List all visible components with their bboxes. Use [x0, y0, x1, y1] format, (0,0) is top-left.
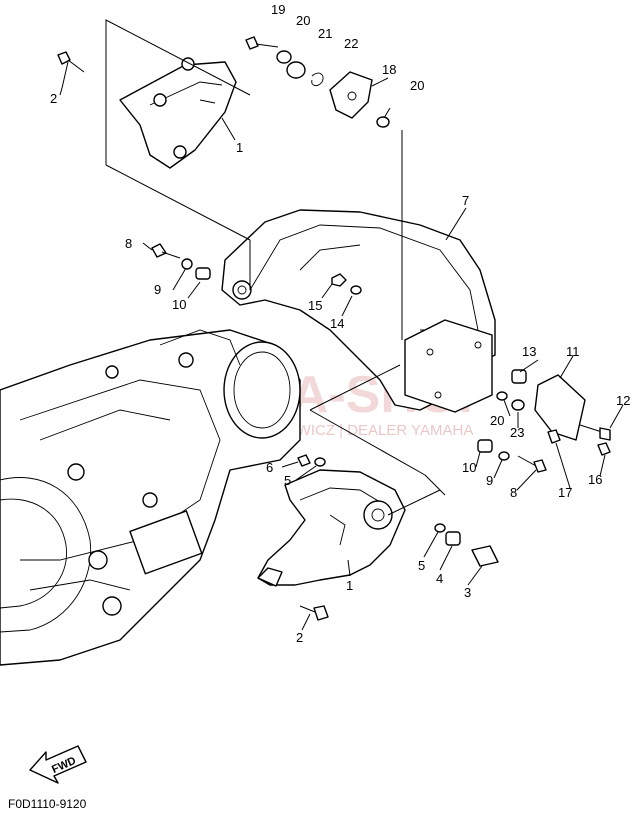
- callout-14: 14: [330, 316, 344, 331]
- bolt-top-left: [57, 51, 85, 73]
- fasteners-left: [151, 243, 211, 280]
- steering-housing: [221, 209, 496, 413]
- fasteners-right: [496, 369, 611, 456]
- fwd-arrow-icon: FWD: [29, 745, 87, 784]
- callout-12: 12: [616, 393, 630, 408]
- callout-17: 17: [558, 485, 572, 500]
- callout-6: 6: [266, 460, 273, 475]
- callout-4: 4: [436, 571, 443, 586]
- callout-2: 2: [296, 630, 303, 645]
- callout-2: 2: [50, 91, 57, 106]
- callout-10: 10: [462, 460, 476, 475]
- callout-22: 22: [344, 36, 358, 51]
- nut-washer-middle: [331, 273, 362, 295]
- callout-11: 11: [566, 344, 580, 359]
- reference-lines: [59, 19, 624, 631]
- callout-10: 10: [172, 297, 186, 312]
- callout-20: 20: [490, 413, 504, 428]
- callout-19: 19: [271, 2, 285, 17]
- callout-8: 8: [125, 236, 132, 251]
- callout-1: 1: [236, 140, 243, 155]
- callout-16: 16: [588, 472, 602, 487]
- drawing-code: F0D1110-9120: [8, 797, 87, 811]
- callout-5: 5: [284, 473, 291, 488]
- bracket-lower: [257, 469, 406, 587]
- callout-3: 3: [464, 585, 471, 600]
- fasteners-lower: [297, 454, 499, 621]
- callout-13: 13: [522, 344, 536, 359]
- callout-18: 18: [382, 62, 396, 77]
- fasteners-lower-right: [477, 439, 547, 473]
- callout-7: 7: [462, 193, 469, 208]
- callout-21: 21: [318, 26, 332, 41]
- callout-20: 20: [296, 13, 310, 28]
- callout-8: 8: [510, 485, 517, 500]
- callout-5: 5: [418, 558, 425, 573]
- callout-1: 1: [346, 578, 353, 593]
- callout-20: 20: [410, 78, 424, 93]
- callout-15: 15: [308, 298, 322, 313]
- callout-numbers: 19 20 21 22 18 20 7 2 1 8 9 10 15 14 13 …: [50, 2, 630, 645]
- callout-9: 9: [154, 282, 161, 297]
- callout-23: 23: [510, 425, 524, 440]
- bracket-upper: [119, 57, 237, 169]
- small-parts-top: [245, 36, 390, 128]
- callout-9: 9: [486, 473, 493, 488]
- jet-pump-housing: [0, 329, 301, 666]
